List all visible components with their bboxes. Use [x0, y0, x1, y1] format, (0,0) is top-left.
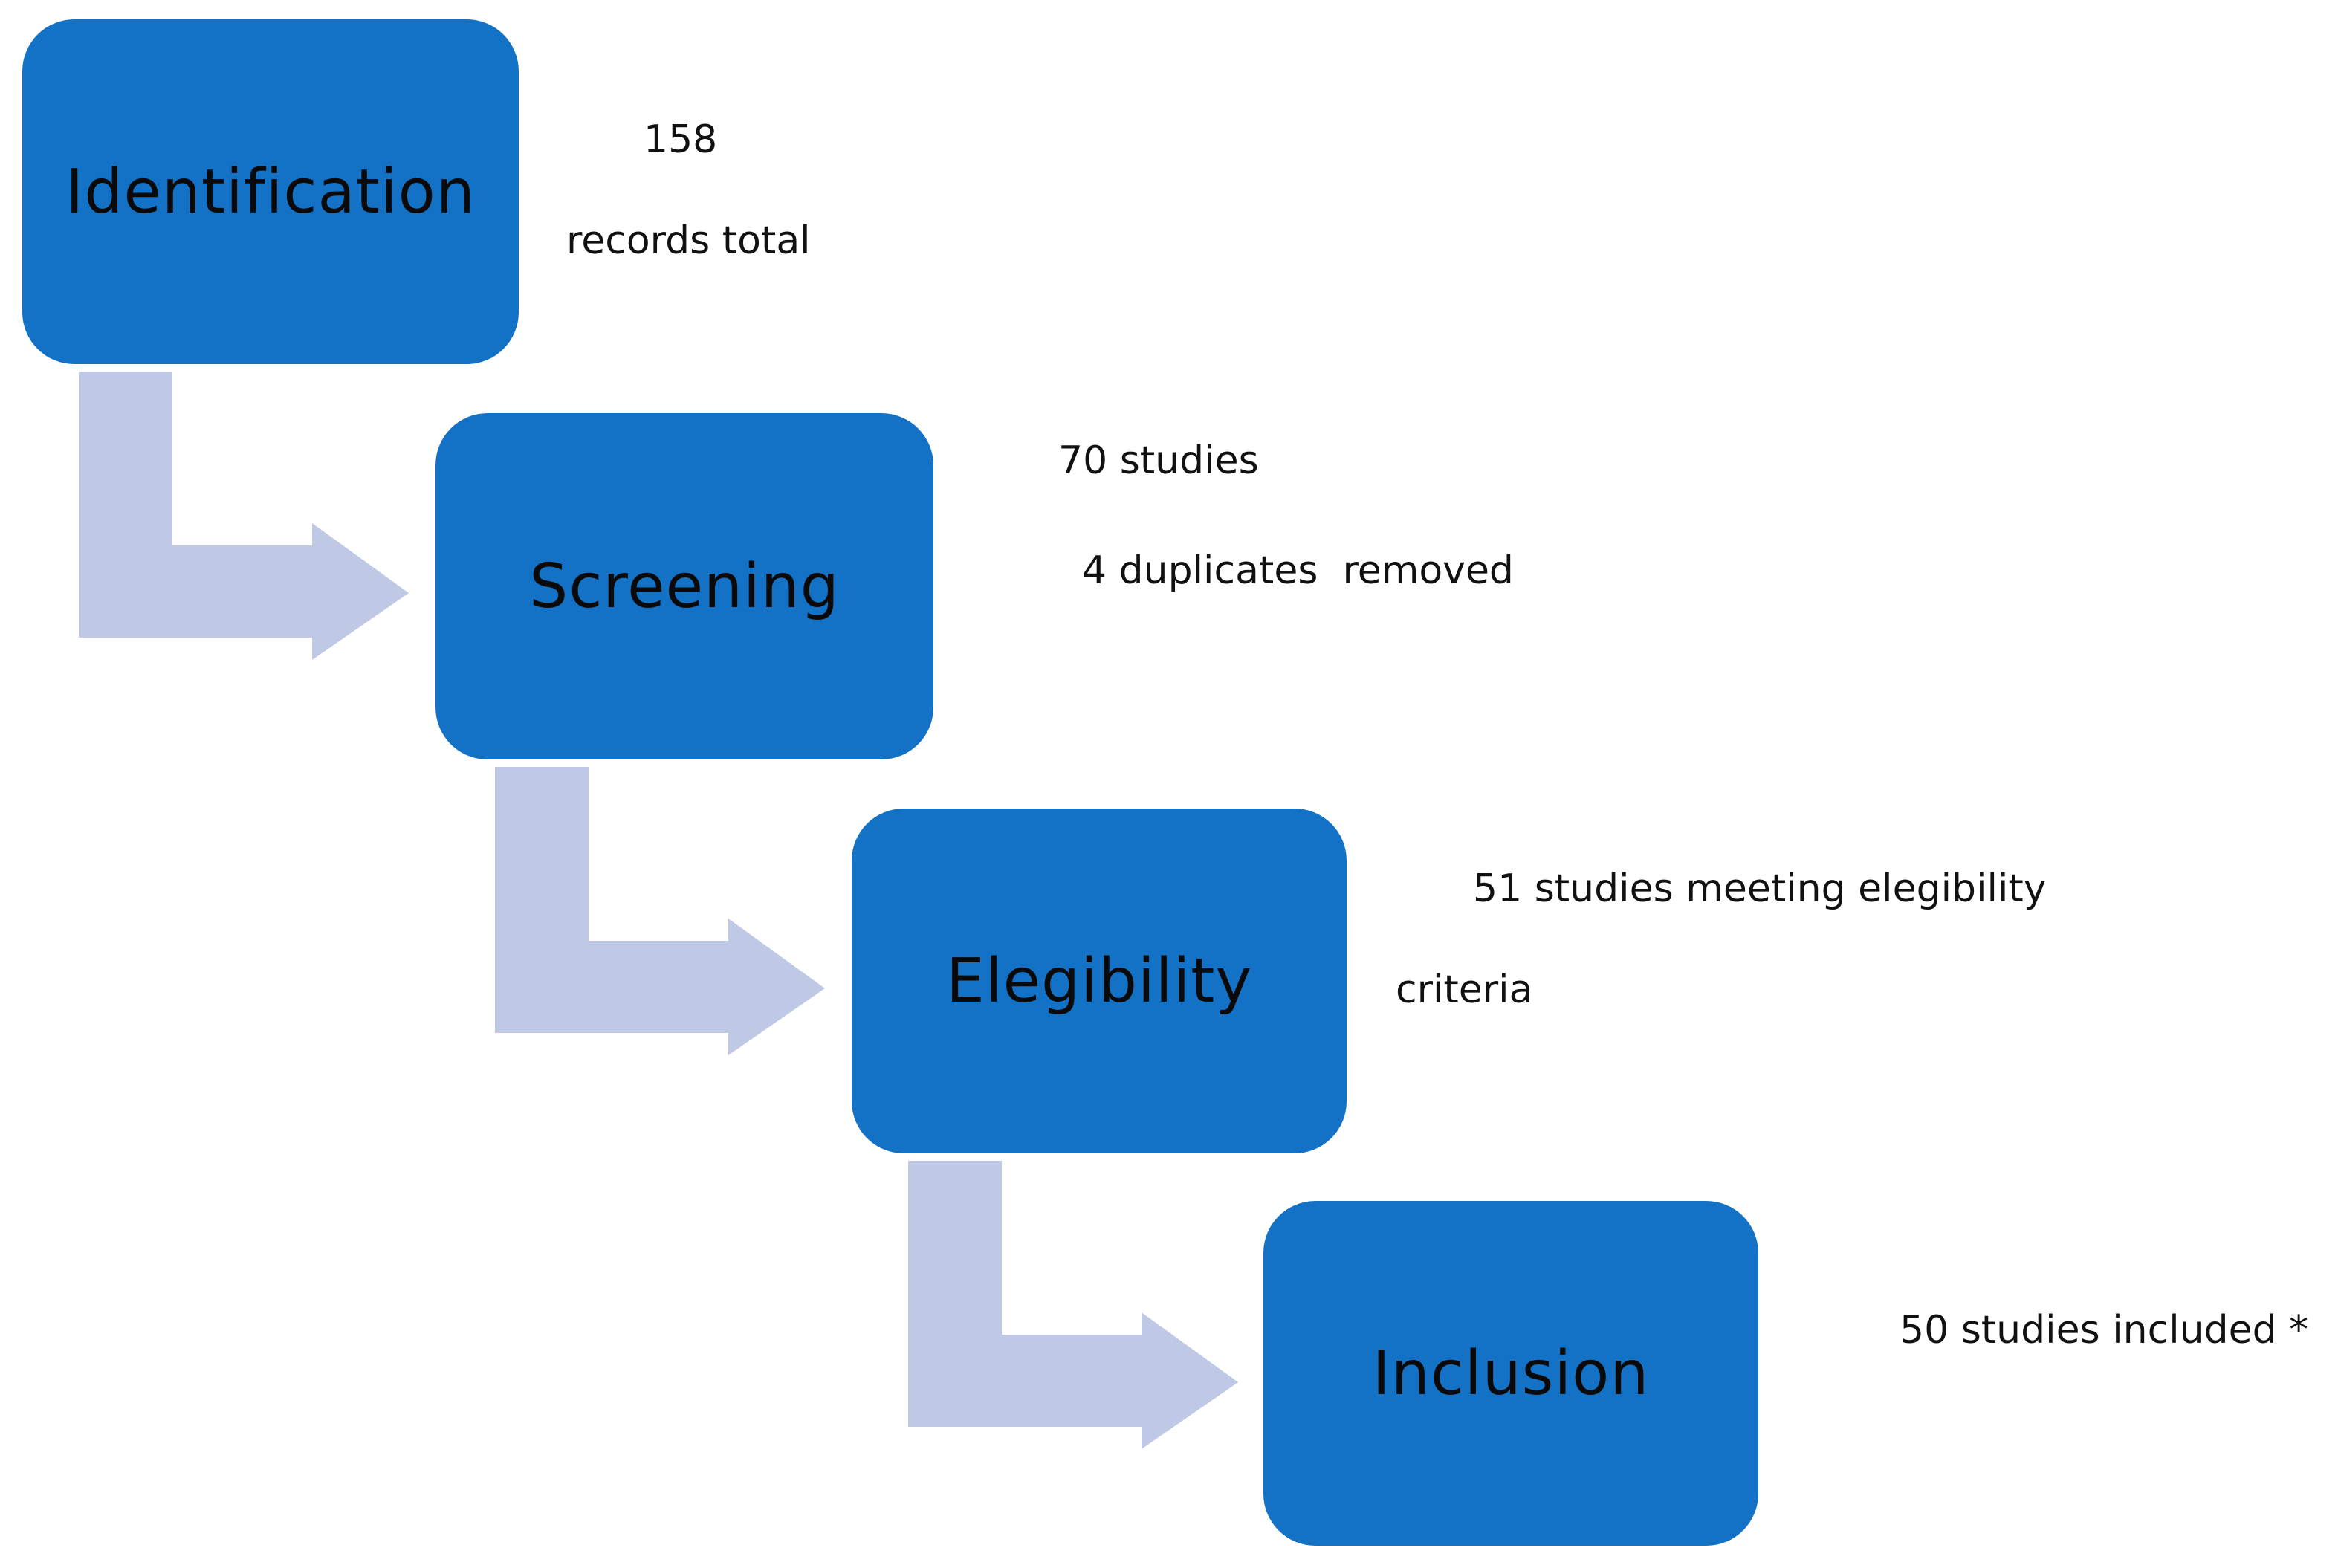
identification-description: records total: [566, 218, 811, 263]
screening-count: 70 studies: [1058, 438, 1259, 483]
arrow-screening-to-eligibility: [495, 767, 825, 1055]
arrow-identification-to-screening: [79, 372, 409, 660]
stage-label-screening: Screening: [529, 551, 840, 622]
eligibility-count: 51 studies meeting elegibility: [1473, 866, 2047, 911]
stage-label-eligibility: Elegibility: [946, 945, 1252, 1017]
stage-box-eligibility: Elegibility: [852, 809, 1347, 1153]
identification-count: 158: [644, 117, 718, 162]
stage-label-inclusion: Inclusion: [1372, 1338, 1650, 1409]
stage-label-identification: Identification: [65, 156, 476, 227]
arrow-eligibility-to-inclusion: [908, 1161, 1238, 1449]
stage-box-screening: Screening: [435, 413, 933, 759]
stage-box-inclusion: Inclusion: [1263, 1201, 1758, 1546]
inclusion-count: 50 studies included *: [1900, 1308, 2309, 1352]
stage-box-identification: Identification: [22, 19, 519, 364]
screening-duplicates: 4 duplicates removed: [1082, 548, 1514, 593]
eligibility-description: criteria: [1396, 968, 1533, 1012]
